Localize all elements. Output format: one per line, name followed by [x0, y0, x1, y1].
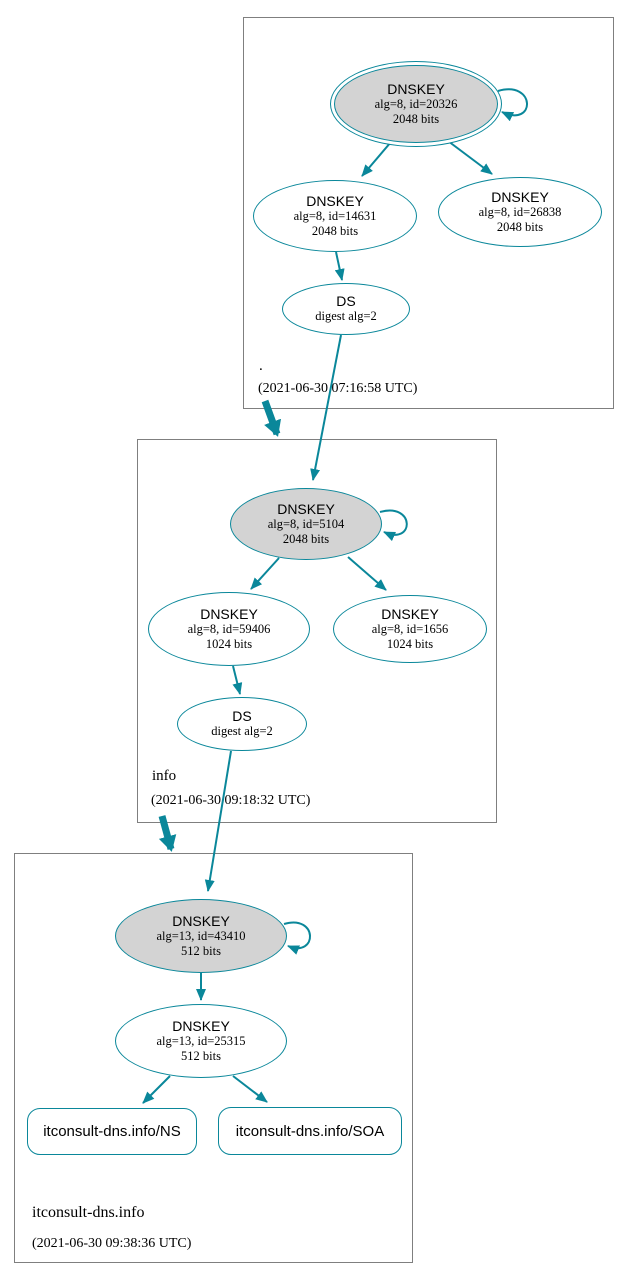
node-title: DNSKEY: [306, 192, 364, 209]
dnskey-node-root-ksk-trust-anchor[interactable]: DNSKEY alg=8, id=20326 2048 bits: [330, 61, 502, 147]
dnskey-node-root-zsk-14631[interactable]: DNSKEY alg=8, id=14631 2048 bits: [253, 180, 417, 252]
dnskey-node-info-ksk-5104[interactable]: DNSKEY alg=8, id=5104 2048 bits: [230, 488, 382, 560]
dnskey-node-root-ksk-inner: DNSKEY alg=8, id=20326 2048 bits: [334, 65, 498, 143]
dnskey-node-root-zsk-26838[interactable]: DNSKEY alg=8, id=26838 2048 bits: [438, 177, 602, 247]
node-detail: 2048 bits: [496, 219, 544, 234]
node-detail: 2048 bits: [282, 531, 330, 546]
rrset-label: itconsult-dns.info/SOA: [235, 1122, 385, 1140]
node-detail: 1024 bits: [205, 636, 253, 651]
node-detail: alg=8, id=1656: [371, 621, 449, 636]
node-detail: 512 bits: [181, 1048, 221, 1063]
dnskey-node-it-zsk-25315[interactable]: DNSKEY alg=13, id=25315 512 bits: [115, 1004, 287, 1078]
node-detail: alg=13, id=25315: [156, 1033, 246, 1048]
zone-name-root: .: [259, 358, 263, 374]
node-title: DNSKEY: [172, 912, 230, 929]
node-detail: alg=8, id=20326: [374, 96, 458, 111]
node-title: DNSKEY: [200, 605, 258, 622]
ds-node-root[interactable]: DS digest alg=2: [282, 283, 410, 335]
zone-timestamp-info: (2021-06-30 09:18:32 UTC): [151, 793, 311, 808]
node-detail: 1024 bits: [386, 636, 434, 651]
ds-node-info[interactable]: DS digest alg=2: [177, 697, 307, 751]
node-title: DS: [232, 707, 252, 724]
node-detail: 512 bits: [181, 943, 221, 958]
node-detail: alg=13, id=43410: [156, 928, 246, 943]
zone-timestamp-root: (2021-06-30 07:16:58 UTC): [258, 381, 418, 396]
rrset-node-soa[interactable]: itconsult-dns.info/SOA: [218, 1107, 402, 1155]
node-detail: alg=8, id=5104: [267, 516, 345, 531]
zone-name-info: info: [152, 768, 177, 784]
dnskey-node-info-zsk-59406[interactable]: DNSKEY alg=8, id=59406 1024 bits: [148, 592, 310, 666]
node-detail: alg=8, id=14631: [293, 208, 377, 223]
zone-box-root: [243, 17, 614, 409]
node-title: DS: [336, 292, 356, 309]
rrset-label: itconsult-dns.info/NS: [43, 1123, 181, 1140]
node-detail: digest alg=2: [315, 309, 377, 324]
zone-name-itconsult-dns-info: itconsult-dns.info: [32, 1204, 145, 1221]
node-detail: alg=8, id=26838: [478, 204, 562, 219]
dnskey-node-it-ksk-43410[interactable]: DNSKEY alg=13, id=43410 512 bits: [115, 899, 287, 973]
node-detail: 2048 bits: [311, 223, 359, 238]
node-title: DNSKEY: [172, 1017, 230, 1034]
node-detail: 2048 bits: [392, 111, 440, 126]
node-detail: digest alg=2: [211, 724, 273, 739]
node-title: DNSKEY: [491, 188, 549, 205]
node-title: DNSKEY: [381, 605, 439, 622]
rrset-node-ns[interactable]: itconsult-dns.info/NS: [27, 1108, 197, 1155]
node-detail: alg=8, id=59406: [187, 621, 271, 636]
zone-timestamp-itconsult-dns-info: (2021-06-30 09:38:36 UTC): [32, 1236, 192, 1251]
dnskey-node-info-zsk-1656[interactable]: DNSKEY alg=8, id=1656 1024 bits: [333, 595, 487, 663]
node-title: DNSKEY: [277, 500, 335, 517]
node-title: DNSKEY: [387, 80, 445, 97]
